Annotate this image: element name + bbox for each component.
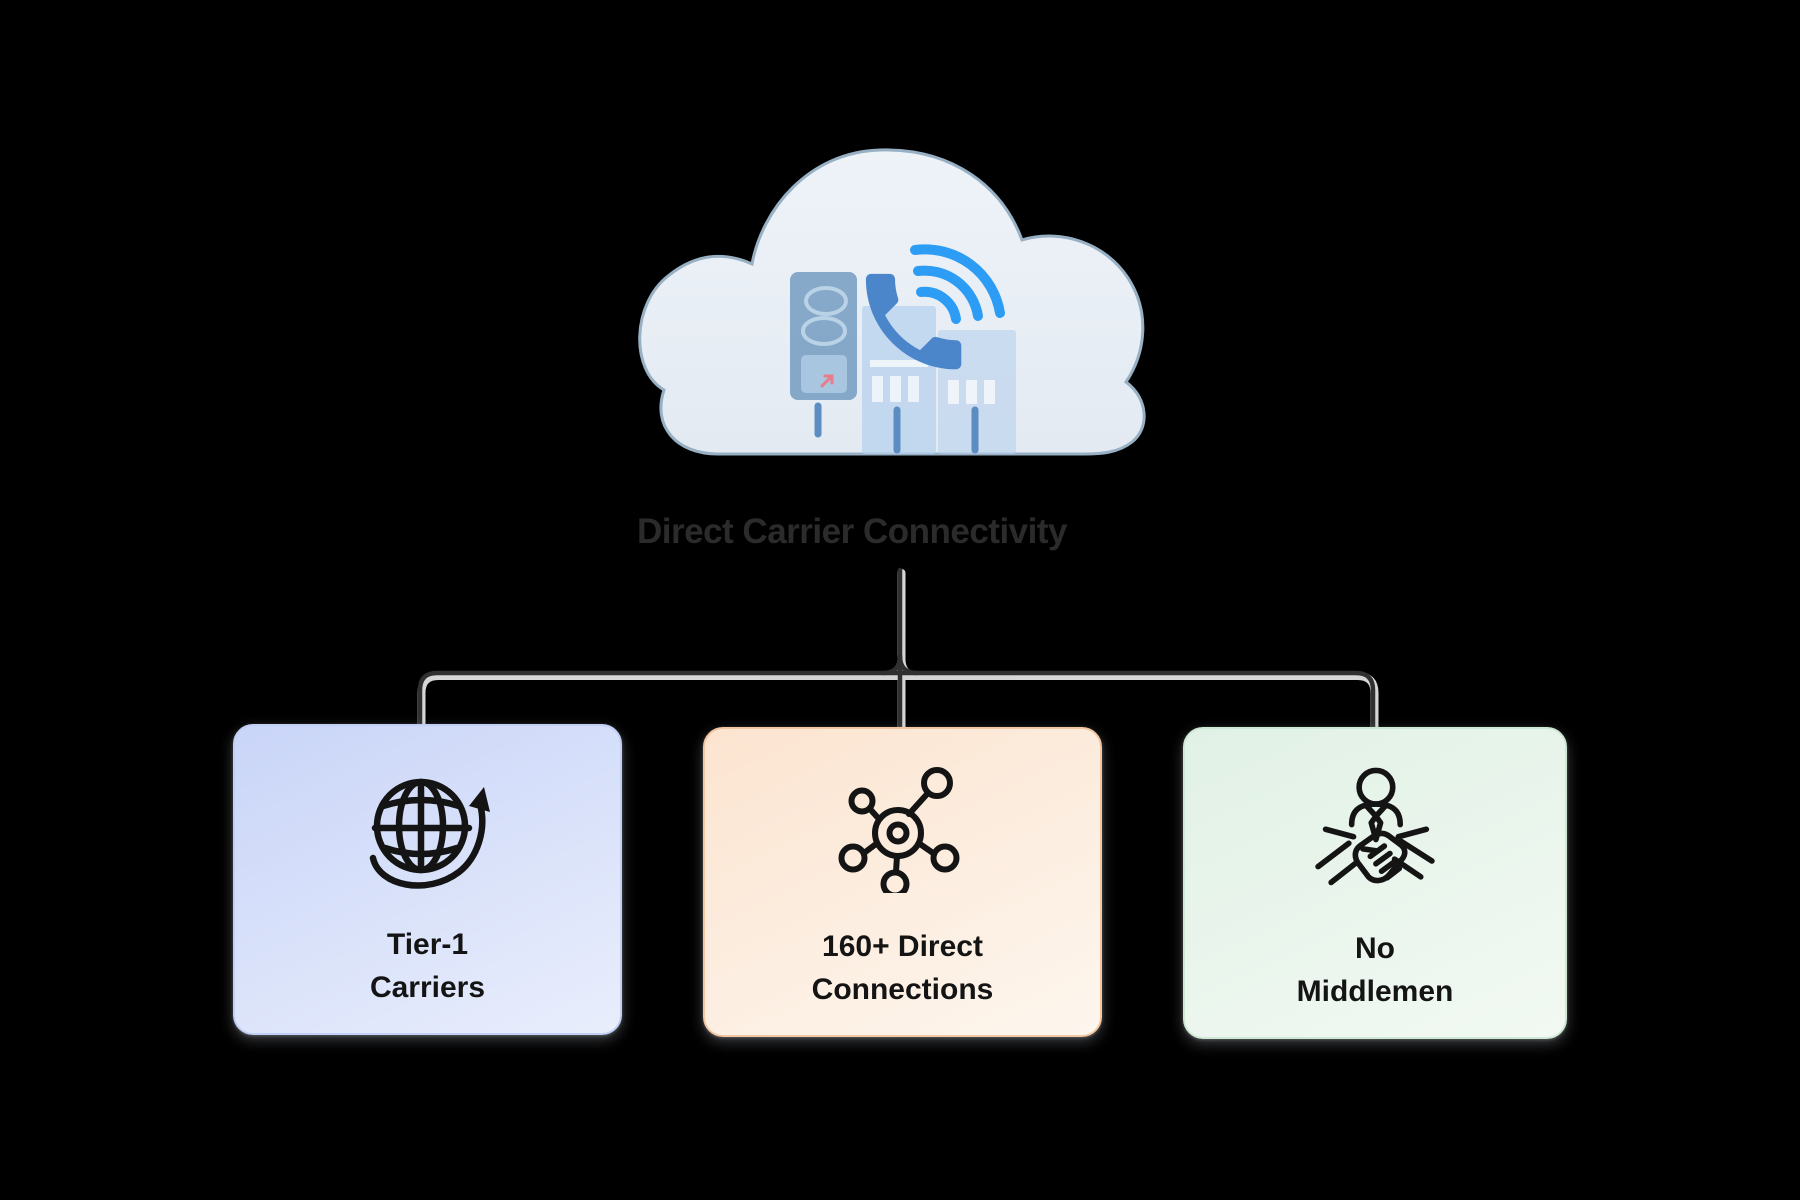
network-hub-icon bbox=[705, 763, 1100, 893]
node-label-line1: Tier-1 bbox=[386, 928, 469, 961]
node-no-middlemen: No Middlemen bbox=[1183, 727, 1567, 1039]
node-label-line1: 160+ Direct bbox=[822, 930, 983, 963]
node-label-line2: Middlemen bbox=[1296, 975, 1454, 1008]
rack-arrow-glyph bbox=[820, 374, 834, 388]
signal-waves-icon bbox=[910, 244, 1005, 324]
handshake-person-icon bbox=[1185, 763, 1565, 903]
node-label-line1: No bbox=[1355, 932, 1395, 965]
node-tier1-carriers: Tier-1 Carriers bbox=[233, 724, 622, 1035]
telecom-cloud-icon bbox=[638, 148, 1146, 456]
node-label: 160+ Direct Connections bbox=[705, 925, 1100, 1011]
globe-orbit-icon bbox=[235, 760, 620, 890]
connector-branch bbox=[417, 670, 1376, 731]
phone-handset-icon bbox=[865, 273, 962, 370]
server-rack-icon bbox=[790, 272, 857, 400]
connector-lines bbox=[417, 567, 1376, 731]
node-direct-connections: 160+ Direct Connections bbox=[703, 727, 1102, 1037]
node-label-line2: Carriers bbox=[369, 971, 486, 1004]
node-label: No Middlemen bbox=[1185, 927, 1565, 1013]
building-legs bbox=[814, 402, 979, 454]
page-title: Direct Carrier Connectivity bbox=[637, 512, 1067, 551]
node-label: Tier-1 Carriers bbox=[235, 923, 620, 1009]
connector-fork-fillets bbox=[880, 653, 920, 676]
node-label-line2: Connections bbox=[811, 973, 994, 1006]
